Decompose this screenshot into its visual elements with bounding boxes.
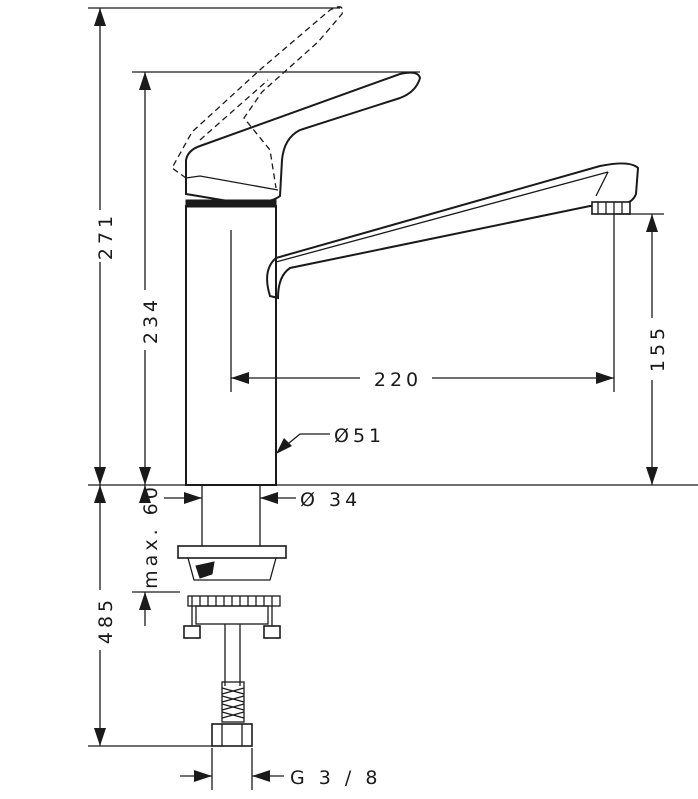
- dimension-485: 485: [94, 485, 117, 746]
- dimension-max-60-label: max. 60: [140, 483, 162, 589]
- dimension-271-label: 271: [95, 212, 117, 260]
- dimension-220: 220: [231, 369, 614, 391]
- dimension-271: 271: [94, 8, 117, 485]
- dimension-155: 155: [646, 214, 669, 485]
- dimension-thread-label: G 3 / 8: [290, 767, 381, 789]
- supply-hose: [211, 624, 253, 747]
- dimension-234: 234: [139, 72, 162, 485]
- dimension-220-label: 220: [374, 369, 422, 391]
- dimension-diameter-34-label: Ø 34: [300, 489, 361, 511]
- dimension-485-label: 485: [95, 596, 117, 644]
- spout: [266, 162, 640, 300]
- dimension-diameter-51: Ø51: [276, 425, 385, 454]
- dimension-155-label: 155: [647, 324, 669, 372]
- dimension-thread: G 3 / 8: [180, 748, 381, 790]
- dimension-234-label: 234: [140, 296, 162, 344]
- lever-handle: [185, 71, 422, 205]
- reference-lines: [88, 7, 698, 747]
- dimension-max-60: max. 60: [139, 483, 162, 626]
- mounting-shank: [177, 484, 287, 639]
- dimension-diameter-34: Ø 34: [164, 489, 361, 511]
- lever-raised-dashed: [171, 6, 344, 189]
- dimension-diameter-51-label: Ø51: [334, 425, 385, 447]
